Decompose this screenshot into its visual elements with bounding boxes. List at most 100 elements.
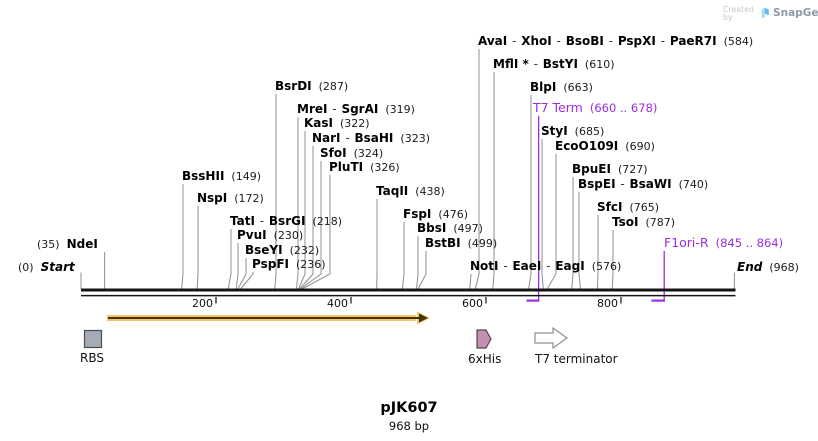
- t7-terminator-arrow[interactable]: [534, 326, 569, 350]
- enzyme-label[interactable]: TsoI(787): [612, 216, 675, 228]
- enzyme-name: BsrDI: [275, 79, 312, 93]
- enzyme-label[interactable]: EcoO109I (690): [555, 140, 655, 152]
- enzyme-names: SfcI: [597, 201, 622, 213]
- enzyme-position: (232): [289, 244, 320, 257]
- enzyme-label[interactable]: BlpI (663): [530, 81, 593, 93]
- enzyme-connector-line: [299, 161, 322, 290]
- enzyme-name: NotI: [470, 259, 499, 273]
- enzyme-label[interactable]: FspI (476): [403, 208, 468, 220]
- enzyme-name: PspXI: [617, 34, 656, 48]
- enzyme-name: PvuI: [237, 228, 267, 242]
- enzyme-name: NspI: [197, 191, 228, 205]
- enzyme-label[interactable]: PvuI(230): [237, 229, 303, 241]
- enzyme-name: BsaHI: [354, 131, 394, 145]
- enzyme-position: (236): [295, 258, 326, 271]
- enzyme-names: TatI - BsrGI: [230, 215, 305, 227]
- enzyme-label[interactable]: PspFI (236): [252, 258, 326, 270]
- enzyme-name-separator: -: [604, 34, 617, 48]
- enzyme-name: TaqII: [376, 184, 409, 198]
- snapgene-brand-text: SnapGene: [773, 7, 818, 20]
- enzyme-position: (663): [563, 81, 593, 94]
- enzyme-position: (584): [723, 35, 754, 48]
- enzyme-label[interactable]: KasI(322): [304, 117, 370, 129]
- snapgene-logo-icon: [761, 7, 769, 19]
- axis-tick-label: 400: [327, 297, 348, 310]
- enzyme-label[interactable]: MreI - SgrAI(319): [297, 103, 415, 115]
- enzyme-name-separator: -: [341, 131, 354, 145]
- enzyme-name-separator: -: [508, 34, 521, 48]
- enzyme-names: BsrDI: [275, 80, 312, 92]
- enzyme-names: BstBI: [425, 237, 461, 249]
- enzyme-connector-line: [546, 154, 557, 290]
- enzyme-name: EcoO109I: [555, 139, 619, 153]
- enzyme-label[interactable]: BpuEI (727): [572, 163, 648, 175]
- enzyme-names: PspFI: [252, 258, 289, 270]
- start-label[interactable]: (0)Start: [18, 261, 75, 273]
- enzyme-name: TsoI: [612, 215, 639, 229]
- enzyme-name-separator: -: [328, 102, 341, 116]
- enzyme-label[interactable]: AvaI - XhoI - BsoBI - PspXI - PaeR7I (584…: [478, 35, 753, 47]
- enzyme-name: BlpI: [530, 80, 557, 94]
- enzyme-label[interactable]: TaqII (438): [376, 185, 445, 197]
- enzyme-position: (610): [584, 58, 615, 71]
- primer-label[interactable]: T7 Term(660 .. 678): [533, 101, 657, 115]
- enzyme-connector-line: [401, 222, 405, 290]
- enzyme-label[interactable]: SfcI (765): [597, 201, 659, 213]
- enzyme-connector-line: [571, 177, 574, 290]
- enzyme-position: (499): [467, 237, 498, 250]
- enzyme-label[interactable]: PluTI(326): [329, 161, 400, 173]
- enzyme-position: (765): [629, 201, 660, 214]
- enzyme-name: FspI: [403, 207, 432, 221]
- enzyme-name: BsaWI: [629, 177, 672, 191]
- end-label[interactable]: End(968): [737, 261, 799, 273]
- enzyme-label[interactable]: NotI - EaeI - EagI(576): [470, 260, 621, 272]
- enzyme-connector-line: [469, 273, 472, 290]
- enzyme-label[interactable]: MflI * - BstYI (610): [493, 58, 615, 70]
- enzyme-position: (324): [353, 147, 384, 160]
- enzyme-label[interactable]: NarI - BsaHI(323): [312, 132, 430, 144]
- enzyme-label[interactable]: TatI - BsrGI(218): [230, 215, 342, 227]
- enzyme-name-separator: -: [616, 177, 629, 191]
- enzyme-label[interactable]: SfoI(324): [320, 147, 383, 159]
- enzyme-position: (690): [625, 140, 655, 153]
- enzyme-connector-line: [239, 272, 254, 290]
- enzyme-connector-line: [298, 146, 314, 290]
- enzyme-names: BssHII: [182, 170, 224, 182]
- enzyme-names: AvaI - XhoI - BsoBI - PspXI - PaeR7I: [478, 35, 717, 47]
- enzyme-label[interactable]: BspEI - BsaWI(740): [578, 178, 708, 190]
- enzyme-position: (476): [438, 208, 468, 221]
- primer-label[interactable]: F1ori-R(845 .. 864): [664, 235, 783, 250]
- enzyme-name: BseYI: [245, 243, 283, 257]
- enzyme-name: TatI: [230, 214, 255, 228]
- enzyme-position: (685): [574, 125, 605, 138]
- enzyme-label[interactable]: BssHII(149): [182, 170, 261, 182]
- enzyme-name: BstBI: [425, 236, 461, 250]
- enzyme-name: PluTI: [329, 160, 364, 174]
- enzyme-name: SgrAI: [341, 102, 379, 116]
- enzyme-connector-line: [596, 215, 599, 290]
- enzyme-position: (727): [617, 163, 648, 176]
- enzyme-position: (438): [415, 185, 445, 198]
- enzyme-label[interactable]: BstBI (499): [425, 237, 497, 249]
- enzyme-name: PaeR7I: [669, 34, 717, 48]
- enzyme-name: BpuEI: [572, 162, 611, 176]
- enzyme-label[interactable]: BsrDI(287): [275, 80, 348, 92]
- enzyme-position: (323): [400, 132, 430, 145]
- enzyme-label[interactable]: BbsI(497): [417, 222, 483, 234]
- enzyme-names: MflI * - BstYI: [493, 58, 578, 70]
- rbs-box[interactable]: [83, 329, 103, 349]
- enzyme-name: MflI *: [493, 57, 529, 71]
- nde1-label[interactable]: (35)NdeI: [37, 238, 98, 250]
- enzyme-label[interactable]: BseYI (232): [245, 244, 319, 256]
- rbs-label: RBS: [80, 351, 104, 365]
- enzyme-label[interactable]: NspI(172): [197, 192, 264, 204]
- enzyme-name: XhoI: [521, 34, 552, 48]
- enzyme-label[interactable]: StyI(685): [541, 125, 604, 137]
- enzyme-position: (322): [340, 117, 370, 130]
- primer-name: F1ori-R: [664, 235, 709, 250]
- enzyme-names: TaqII: [376, 185, 408, 197]
- enzyme-names: EcoO109I: [555, 140, 618, 152]
- his-tag-arrow[interactable]: [476, 329, 492, 349]
